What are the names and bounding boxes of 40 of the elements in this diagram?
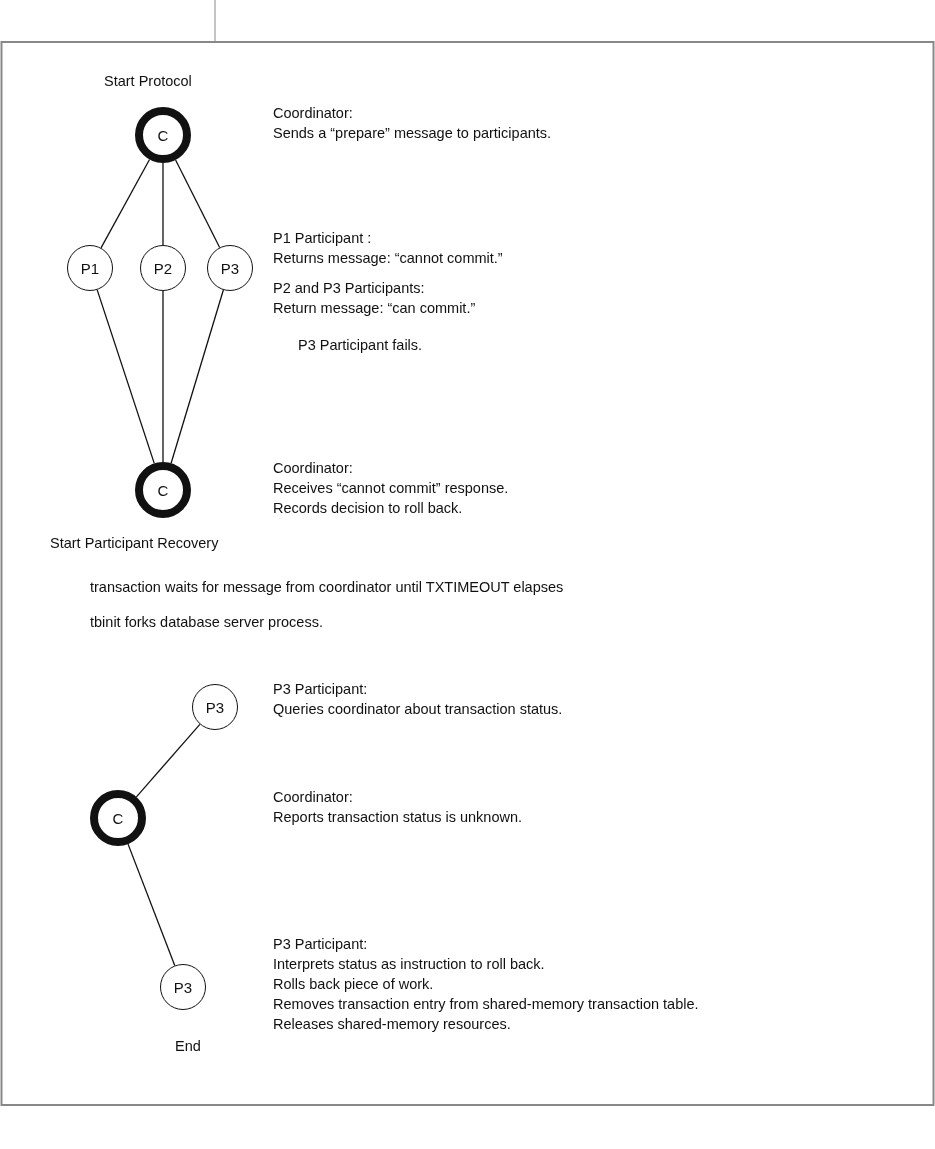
annotation-text: P3 Participant:	[273, 680, 368, 698]
annotation-text: Receives “cannot commit” response.	[273, 479, 509, 497]
annotation-text: P3 Participant:	[273, 935, 368, 953]
connector-line	[170, 289, 224, 464]
annotation-text: Rolls back piece of work.	[273, 975, 434, 993]
annotation-text: Coordinator:	[273, 788, 353, 806]
annotation-text: Sends a “prepare” message to participants.	[273, 124, 552, 142]
section-heading: Start Participant Recovery	[50, 534, 219, 552]
connector-line	[174, 159, 221, 249]
annotation-text: P2 and P3 Participants:	[273, 279, 425, 297]
circle-node: P1	[67, 245, 113, 291]
connector-line	[135, 723, 201, 798]
heading-text: Start Protocol	[104, 72, 192, 90]
annotation-text: Interprets status as instruction to roll back.	[273, 955, 545, 973]
annotation-text: Return message: “can commit.”	[273, 299, 476, 317]
annotation-text: Records decision to roll back.	[273, 499, 463, 517]
circle-node: C	[135, 462, 191, 518]
circle-node: P3	[207, 245, 253, 291]
circle-node: P2	[140, 245, 186, 291]
annotation-text: transaction waits for message from coordinator until TXTIMEOUT elapses	[90, 578, 564, 596]
annotation-text: Returns message: “cannot commit.”	[273, 249, 503, 267]
circle-node: C	[90, 790, 146, 846]
connector-line	[127, 843, 176, 967]
annotation-text: Removes transaction entry from shared-memory transaction table.	[273, 995, 699, 1013]
connector-line	[100, 158, 151, 249]
connector-line	[162, 162, 164, 246]
circle-node: P3	[192, 684, 238, 730]
end-label: End	[175, 1037, 201, 1055]
circle-node: C	[135, 107, 191, 163]
annotation-text: Coordinator:	[273, 104, 353, 122]
connector-line	[96, 289, 155, 465]
annotation-text: Queries coordinator about transaction status.	[273, 700, 563, 718]
annotation-text: Coordinator:	[273, 459, 353, 477]
annotation-text: P1 Participant :	[273, 229, 372, 247]
connector-line	[162, 290, 164, 463]
annotation-text: Reports transaction status is unknown.	[273, 808, 523, 826]
annotation-text: P3 Participant fails.	[298, 336, 423, 354]
annotation-text: tbinit forks database server process.	[90, 613, 323, 631]
annotation-text: Releases shared-memory resources.	[273, 1015, 511, 1033]
circle-node: P3	[160, 964, 206, 1010]
